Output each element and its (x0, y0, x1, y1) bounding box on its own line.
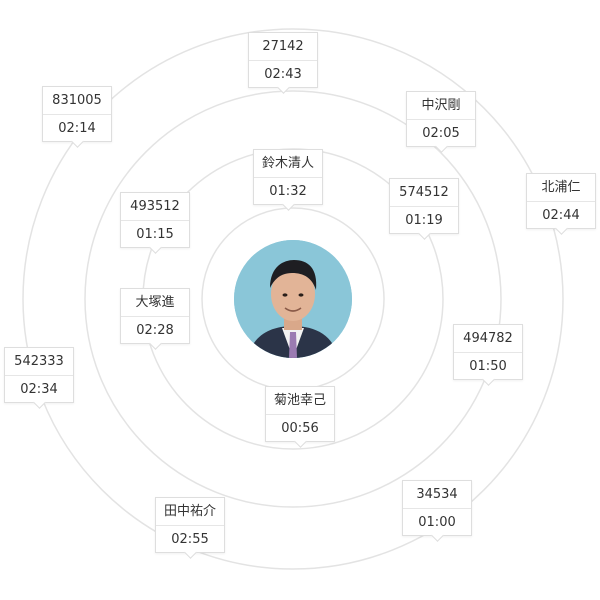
marker-name: 27142 (249, 33, 317, 61)
marker-name: 田中祐介 (156, 498, 224, 526)
marker-name: 中沢剛 (407, 92, 475, 120)
marker-name: 北浦仁 (527, 174, 595, 202)
marker-label-9[interactable]: 494782 01:50 (453, 324, 523, 380)
marker-time: 01:50 (469, 359, 507, 374)
marker-time: 00:56 (281, 421, 319, 436)
marker-time: 02:34 (20, 382, 58, 397)
marker-time: 02:44 (542, 208, 580, 223)
marker-label-8[interactable]: 大塚進 02:28 (120, 288, 190, 344)
marker-label-13[interactable]: 田中祐介 02:55 (155, 497, 225, 553)
marker-label-4[interactable]: 北浦仁 02:44 (526, 173, 596, 229)
marker-name: 大塚進 (121, 289, 189, 317)
ring-second-outer (84, 90, 502, 508)
marker-time: 02:14 (58, 121, 96, 136)
marker-time: 01:19 (405, 213, 443, 228)
marker-name: 542333 (5, 348, 73, 376)
marker-name: 831005 (43, 87, 111, 115)
marker-time: 02:28 (136, 323, 174, 338)
marker-label-3[interactable]: 中沢剛 02:05 (406, 91, 476, 147)
marker-label-12[interactable]: 34534 01:00 (402, 480, 472, 536)
marker-time: 02:55 (171, 532, 209, 547)
marker-label-6[interactable]: 493512 01:15 (120, 192, 190, 248)
marker-time: 02:43 (264, 67, 302, 82)
marker-time: 01:00 (418, 515, 456, 530)
center-avatar (234, 240, 352, 358)
marker-time: 02:05 (422, 126, 460, 141)
marker-name: 493512 (121, 193, 189, 221)
marker-time: 01:15 (136, 227, 174, 242)
marker-name: 菊池幸己 (266, 387, 334, 415)
marker-name: 鈴木清人 (254, 150, 322, 178)
marker-label-7[interactable]: 574512 01:19 (389, 178, 459, 234)
marker-label-5[interactable]: 鈴木清人 01:32 (253, 149, 323, 205)
ring-outer (22, 28, 564, 570)
marker-name: 574512 (390, 179, 458, 207)
marker-time: 01:32 (269, 184, 307, 199)
person-portrait-icon (234, 240, 352, 358)
marker-name: 34534 (403, 481, 471, 509)
marker-label-2[interactable]: 831005 02:14 (42, 86, 112, 142)
marker-label-11[interactable]: 菊池幸己 00:56 (265, 386, 335, 442)
marker-name: 494782 (454, 325, 522, 353)
marker-label-10[interactable]: 542333 02:34 (4, 347, 74, 403)
marker-label-1[interactable]: 27142 02:43 (248, 32, 318, 88)
